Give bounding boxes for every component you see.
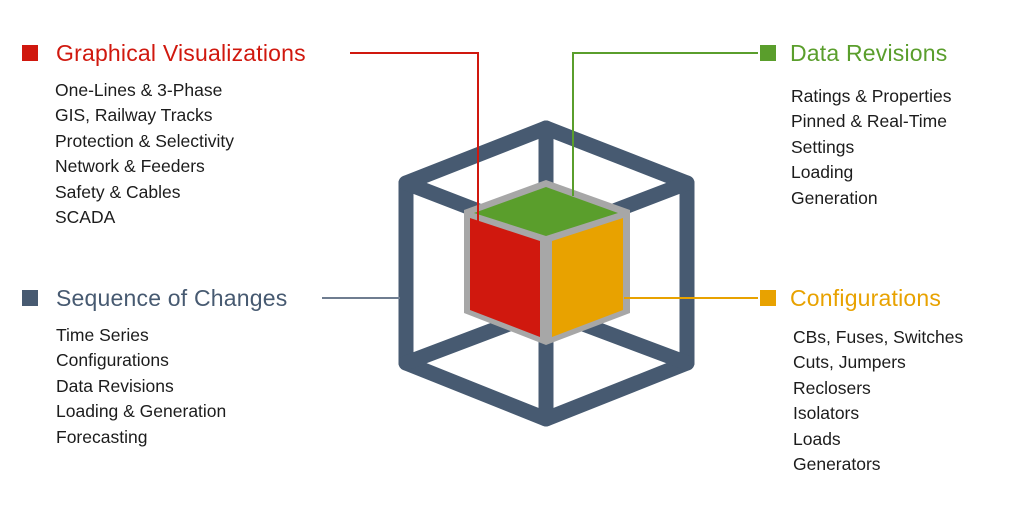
list-item: Network & Feeders	[55, 156, 205, 177]
list-item: Loading	[791, 162, 854, 183]
list-item: Isolators	[793, 403, 860, 424]
list-item: One-Lines & 3-Phase	[55, 80, 223, 100]
list-item: Time Series	[56, 325, 149, 345]
inner-cube-top-face	[474, 187, 618, 236]
list-item: Pinned & Real-Time	[791, 111, 947, 132]
list-item: Generators	[793, 454, 881, 475]
data-revisions-list: Ratings & Properties Pinned & Real-Time …	[791, 84, 952, 211]
list-item: Cuts, Jumpers	[793, 352, 906, 373]
list-item: Configurations	[56, 350, 169, 371]
list-item: Loading & Generation	[56, 401, 227, 422]
data-revisions-heading: Data Revisions	[760, 39, 947, 67]
list-item: GIS, Railway Tracks	[55, 105, 213, 126]
connector-data-revisions	[572, 52, 758, 196]
list-item: Settings	[791, 136, 855, 157]
sequence-of-changes-list: Time Series Configurations Data Revision…	[56, 323, 226, 450]
green-square-icon	[760, 45, 776, 61]
list-item: Reclosers	[793, 377, 871, 398]
red-square-icon	[22, 45, 38, 61]
list-item: Protection & Selectivity	[55, 130, 234, 151]
inner-cube-left-face	[470, 218, 540, 337]
list-item: Ratings & Properties	[791, 86, 952, 106]
configurations-title: Configurations	[790, 285, 942, 311]
configurations-heading: Configurations	[760, 284, 941, 312]
list-item: SCADA	[55, 207, 116, 228]
inner-cube-right-face	[552, 218, 623, 337]
list-item: CBs, Fuses, Switches	[793, 327, 964, 347]
graphical-visualizations-heading: Graphical Visualizations	[22, 39, 306, 67]
list-item: Generation	[791, 187, 878, 208]
list-item: Loads	[793, 428, 841, 449]
amber-square-icon	[760, 290, 776, 306]
sequence-of-changes-heading: Sequence of Changes	[22, 284, 287, 312]
graphical-visualizations-title: Graphical Visualizations	[56, 40, 306, 66]
inner-solid-cube	[464, 180, 630, 345]
list-item: Forecasting	[56, 426, 148, 447]
connector-graphical	[350, 52, 479, 222]
data-revisions-title: Data Revisions	[790, 40, 948, 66]
slate-square-icon	[22, 290, 38, 306]
sequence-of-changes-title: Sequence of Changes	[56, 285, 288, 311]
configurations-list: CBs, Fuses, Switches Cuts, Jumpers Reclo…	[793, 325, 963, 477]
list-item: Data Revisions	[56, 375, 174, 396]
list-item: Safety & Cables	[55, 181, 181, 202]
graphical-visualizations-list: One-Lines & 3-Phase GIS, Railway Tracks …	[55, 78, 234, 230]
